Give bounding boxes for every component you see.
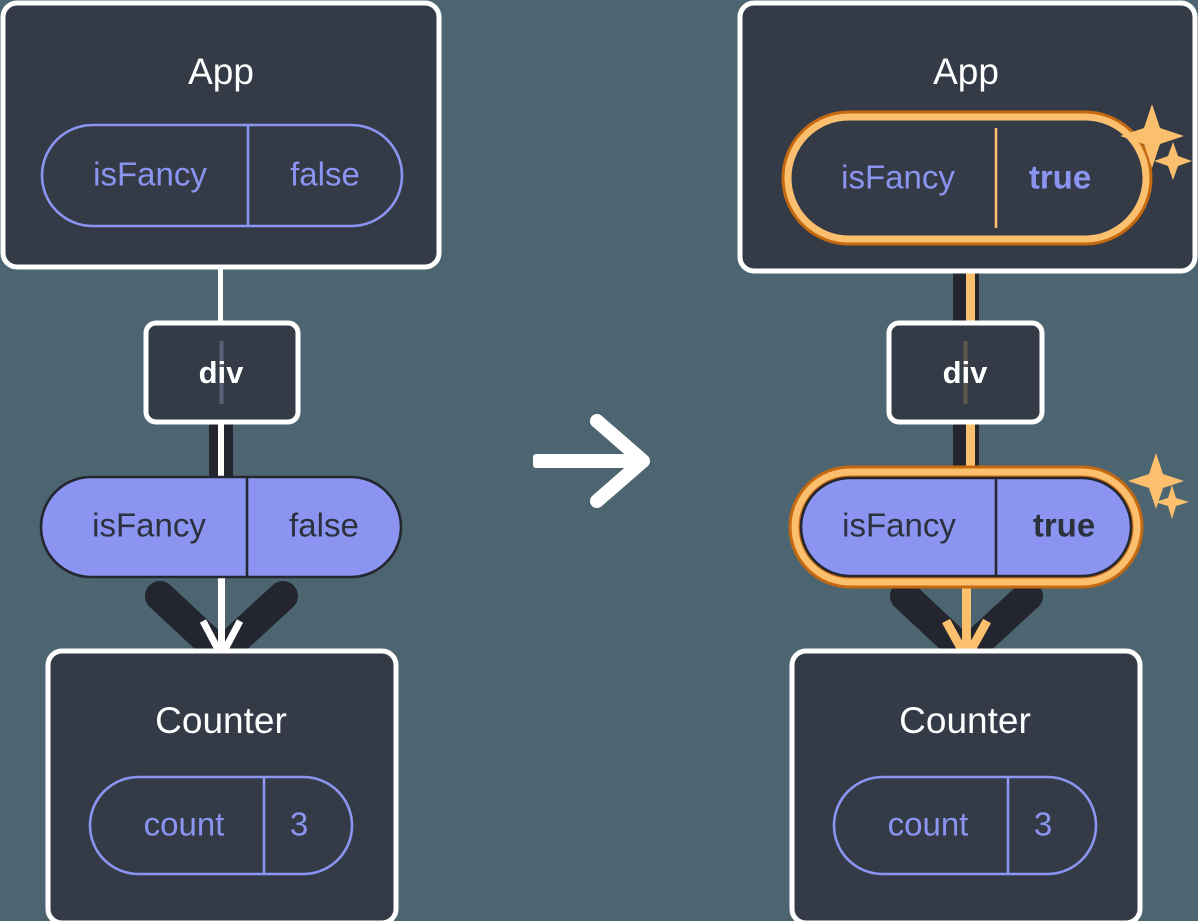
counter-box-before[interactable] <box>45 648 399 921</box>
app-prop-key-before: isFancy <box>93 156 207 193</box>
prop-pill-value-before: false <box>289 507 359 544</box>
counter-prop-value-after: 3 <box>1034 806 1052 843</box>
panel-before: App isFancy false div isFancy false C <box>0 0 442 921</box>
prop-flow-arrow-before-shaft <box>218 565 225 655</box>
connector-app-to-div-before <box>218 262 223 326</box>
prop-flow-arrow-before <box>145 565 298 668</box>
counter-box-title-before: Counter <box>155 700 287 741</box>
counter-prop-pill-before[interactable]: count 3 <box>88 775 354 876</box>
sparkle-large-icon-app <box>1120 104 1184 168</box>
sparkle-small-icon-app <box>1154 142 1192 180</box>
sparkle-small-icon-pill <box>1155 485 1189 519</box>
app-box-title-after: App <box>933 51 999 92</box>
app-box-title-before: App <box>188 51 254 92</box>
counter-prop-value-before: 3 <box>290 806 308 843</box>
panel-after: App isFancy true div <box>737 0 1198 921</box>
counter-prop-key-after: count <box>888 806 969 843</box>
connector-div-to-pill-before-white <box>218 420 224 488</box>
prop-pill-before[interactable]: isFancy false <box>39 475 403 579</box>
div-box-label-after: div <box>943 355 989 390</box>
sparkle-icon-pill-after <box>1128 453 1189 519</box>
prop-pill-key-before: isFancy <box>92 507 206 544</box>
prop-pill-before-shape <box>39 475 403 579</box>
transition-arrow-head <box>590 414 650 508</box>
app-prop-value-after: true <box>1029 159 1091 196</box>
counter-prop-pill-before-shape <box>88 775 354 876</box>
counter-box-after[interactable] <box>789 648 1143 921</box>
prop-pill-value-after: true <box>1033 507 1095 544</box>
counter-prop-key-before: count <box>144 806 225 843</box>
prop-pill-key-after: isFancy <box>842 507 956 544</box>
connector-div-to-pill-after-orange <box>966 420 975 490</box>
prop-flow-arrow-after-shaft <box>962 565 971 657</box>
counter-prop-pill-after[interactable]: count 3 <box>832 775 1098 876</box>
app-prop-key-after: isFancy <box>841 159 955 196</box>
sparkle-icon-app-after <box>1120 104 1192 180</box>
sparkle-large-icon-pill <box>1128 453 1184 509</box>
counter-prop-pill-after-shape <box>832 775 1098 876</box>
transition-arrow-right-icon <box>533 414 650 508</box>
app-prop-pill-before-shape <box>40 123 404 228</box>
prop-pill-after-shape <box>799 476 1133 578</box>
prop-pill-after[interactable]: isFancy true <box>788 465 1144 589</box>
app-prop-pill-after-shape <box>784 113 1150 243</box>
div-box-label-before: div <box>199 355 245 390</box>
connector-app-to-div-after-orange <box>966 222 975 328</box>
prop-pill-after-ring <box>791 468 1141 586</box>
transition-arrow-shaft <box>533 454 633 468</box>
app-prop-value-before: false <box>290 156 360 193</box>
app-box-before[interactable] <box>0 0 442 270</box>
app-prop-pill-after[interactable]: isFancy true <box>781 110 1153 246</box>
app-prop-pill-before[interactable]: isFancy false <box>40 123 404 228</box>
counter-box-title-after: Counter <box>899 700 1031 741</box>
